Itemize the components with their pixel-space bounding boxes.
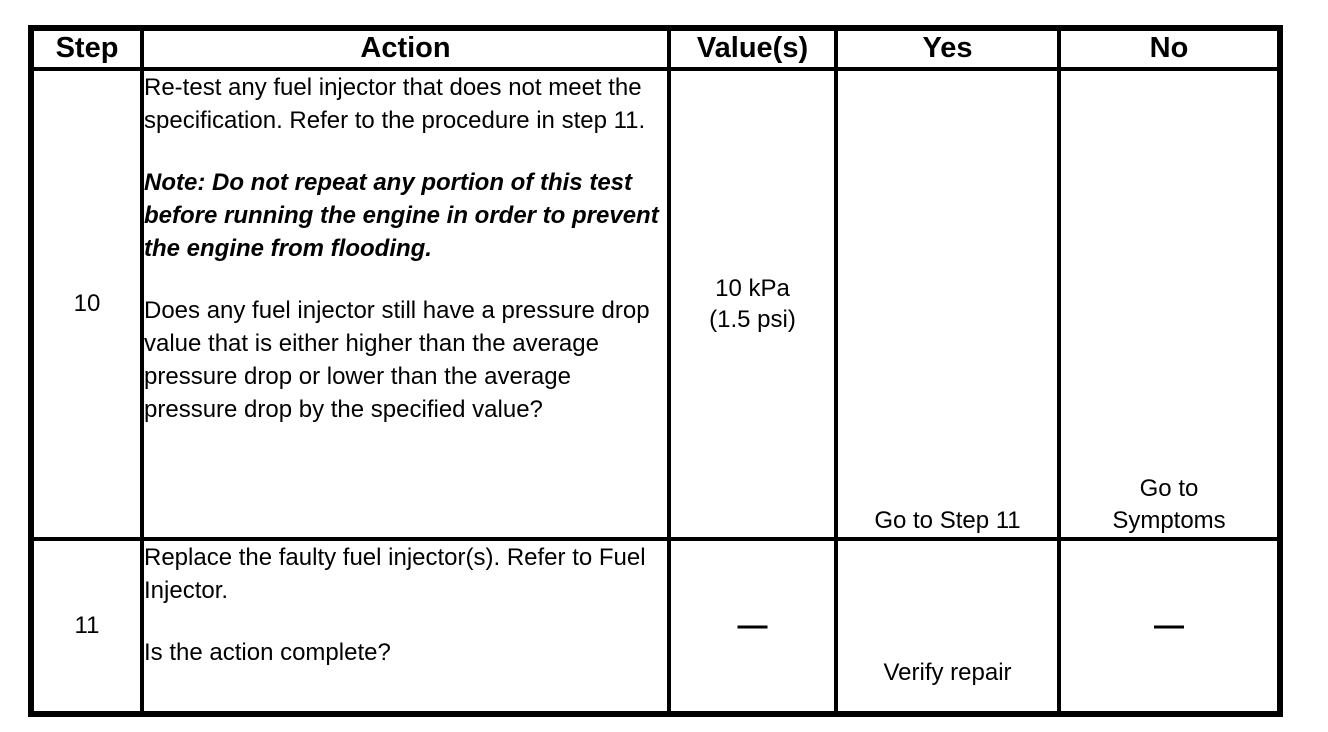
action-question: Is the action complete? bbox=[144, 639, 391, 666]
diagnostic-table: Step Action Value(s) Yes No 10 Re-test a… bbox=[28, 25, 1283, 717]
value-line: (1.5 psi) bbox=[709, 306, 796, 333]
action-cell: Re-test any fuel injector that does not … bbox=[140, 67, 671, 541]
header-cell-no: No bbox=[1057, 26, 1282, 71]
header-cell-yes: Yes bbox=[834, 26, 1061, 71]
header-row: Step Action Value(s) Yes No bbox=[29, 26, 1282, 71]
header-cell-action: Action bbox=[140, 26, 671, 71]
no-cell-dash: — bbox=[1057, 537, 1282, 716]
no-cell: Go to Symptoms bbox=[1057, 67, 1282, 541]
header-cell-values: Value(s) bbox=[667, 26, 838, 71]
no-instruction: Go to Symptoms bbox=[1112, 475, 1226, 534]
action-paragraph: Replace the faulty fuel injector(s). Ref… bbox=[144, 544, 646, 604]
yes-instruction: Go to Step 11 bbox=[874, 507, 1021, 534]
value-line: 10 kPa bbox=[715, 275, 790, 302]
value-cell-dash: — bbox=[667, 537, 838, 716]
step-number: 11 bbox=[29, 537, 144, 716]
yes-cell: Verify repair bbox=[834, 537, 1061, 716]
action-question: Does any fuel injector still have a pres… bbox=[144, 297, 650, 423]
action-cell: Replace the faulty fuel injector(s). Ref… bbox=[140, 537, 671, 716]
yes-cell: Go to Step 11 bbox=[834, 67, 1061, 541]
table-row-step-11: 11 Replace the faulty fuel injector(s). … bbox=[29, 537, 1282, 716]
step-number: 10 bbox=[29, 67, 144, 541]
table-row-step-10: 10 Re-test any fuel injector that does n… bbox=[29, 67, 1282, 541]
action-note: Note: Do not repeat any portion of this … bbox=[144, 169, 659, 262]
action-paragraph: Re-test any fuel injector that does not … bbox=[144, 74, 646, 134]
yes-instruction: Verify repair bbox=[883, 659, 1012, 686]
header-cell-step: Step bbox=[29, 26, 144, 71]
value-cell: 10 kPa (1.5 psi) bbox=[667, 67, 838, 541]
